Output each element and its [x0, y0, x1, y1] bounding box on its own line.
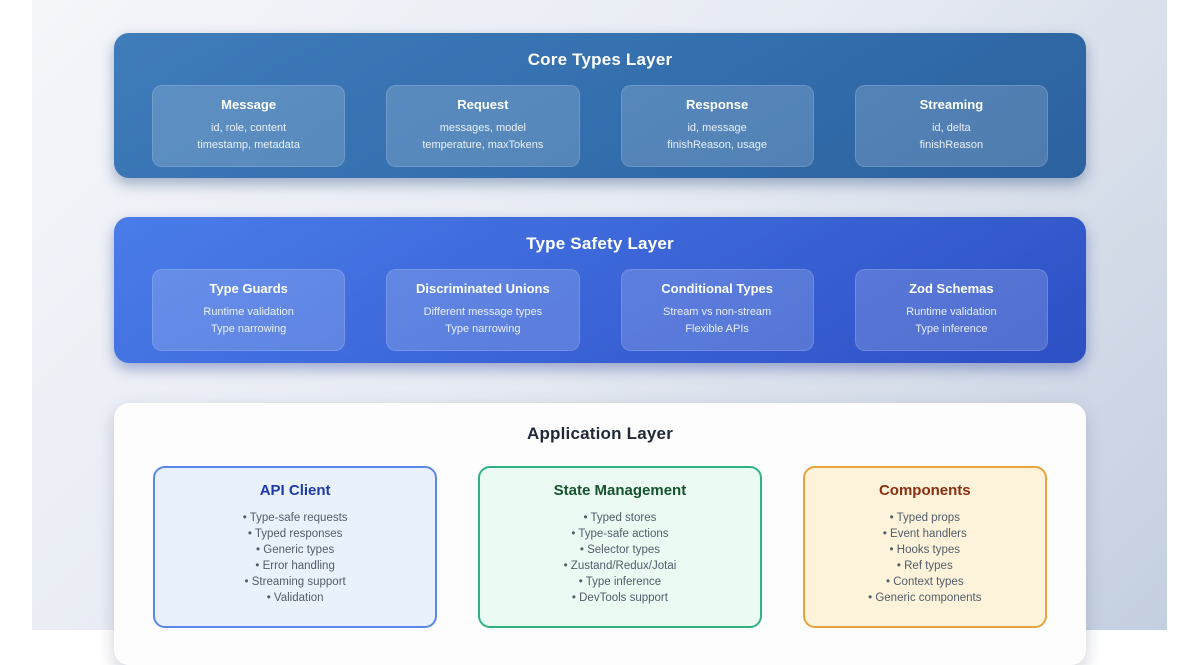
type-card-line: finishReason [919, 139, 984, 151]
type-card-streaming: Streaming id, delta finishReason [854, 85, 1048, 167]
type-card-line: Flexible APIs [685, 323, 749, 335]
list-item: • Generic components [868, 592, 982, 604]
application-layer-title: Application Layer [526, 424, 674, 443]
type-safety-layer-panel: Type Safety Layer Type Guards Runtime va… [114, 217, 1086, 363]
list-item: • Context types [886, 576, 964, 588]
type-card-zod-schemas: Zod Schemas Runtime validation Type infe… [854, 269, 1048, 351]
list-item: • Hooks types [889, 544, 961, 556]
app-card-components: Components • Typed props • Event handler… [802, 466, 1047, 628]
type-card-line: timestamp, metadata [197, 139, 300, 151]
list-item: • Typed responses [247, 528, 343, 540]
app-card-title: State Management [553, 482, 687, 499]
list-item: • Selector types [579, 544, 660, 556]
type-card-type-guards: Type Guards Runtime validation Type narr… [152, 269, 346, 351]
type-card-request: Request messages, model temperature, max… [386, 85, 580, 167]
list-item: • Typed props [889, 512, 960, 524]
type-card-line: finishReason, usage [667, 139, 767, 151]
application-layer-panel: Application Layer API Client • Type-safe… [114, 403, 1086, 665]
list-item: • DevTools support [571, 592, 668, 604]
type-card-line: temperature, maxTokens [422, 139, 544, 151]
list-item: • Zustand/Redux/Jotai [563, 560, 677, 572]
type-card-line: Runtime validation [203, 306, 294, 318]
app-card-title: Components [878, 482, 971, 499]
list-item: • Type-safe requests [242, 512, 348, 524]
type-card-line: Stream vs non-stream [663, 306, 772, 318]
type-card-line: Different message types [423, 306, 543, 318]
core-types-card-row: Message id, role, content timestamp, met… [114, 85, 1086, 167]
type-card-line: Type inference [915, 323, 988, 335]
list-item: • Type-safe actions [571, 528, 669, 540]
list-item: • Typed stores [583, 512, 657, 524]
app-card-api-client: API Client • Type-safe requests • Typed … [153, 466, 438, 628]
app-card-title: API Client [259, 482, 331, 499]
type-card-line: id, role, content [211, 122, 287, 134]
core-types-layer-title: Core Types Layer [527, 50, 673, 69]
type-card-title: Response [686, 97, 749, 112]
type-card-title: Request [457, 97, 509, 112]
core-types-layer-panel: Core Types Layer Message id, role, conte… [114, 33, 1086, 178]
list-item: • Validation [266, 592, 324, 604]
application-card-row: API Client • Type-safe requests • Typed … [114, 466, 1086, 628]
app-card-state-management: State Management • Typed stores • Type-s… [478, 466, 762, 628]
type-card-title: Zod Schemas [909, 281, 994, 296]
type-card-message: Message id, role, content timestamp, met… [152, 85, 346, 167]
type-card-title: Type Guards [209, 281, 288, 296]
type-card-line: Type narrowing [211, 323, 287, 335]
type-card-title: Conditional Types [661, 281, 773, 296]
list-item: • Streaming support [244, 576, 346, 588]
type-card-discriminated-unions: Discriminated Unions Different message t… [386, 269, 580, 351]
list-item: • Ref types [896, 560, 953, 572]
type-card-title: Message [221, 97, 277, 112]
type-safety-card-row: Type Guards Runtime validation Type narr… [114, 269, 1086, 351]
type-card-line: id, message [687, 122, 747, 134]
type-card-title: Discriminated Unions [416, 281, 550, 296]
type-card-line: Type narrowing [445, 323, 521, 335]
type-card-line: Runtime validation [906, 306, 997, 318]
type-card-conditional-types: Conditional Types Stream vs non-stream F… [620, 269, 814, 351]
list-item: • Event handlers [882, 528, 967, 540]
type-card-title: Streaming [919, 97, 984, 112]
list-item: • Generic types [256, 544, 335, 556]
type-card-line: id, delta [932, 122, 971, 134]
type-safety-layer-title: Type Safety Layer [526, 234, 674, 253]
type-card-line: messages, model [439, 122, 526, 134]
type-card-response: Response id, message finishReason, usage [620, 85, 814, 167]
list-item: • Type inference [578, 576, 662, 588]
list-item: • Error handling [255, 560, 335, 572]
